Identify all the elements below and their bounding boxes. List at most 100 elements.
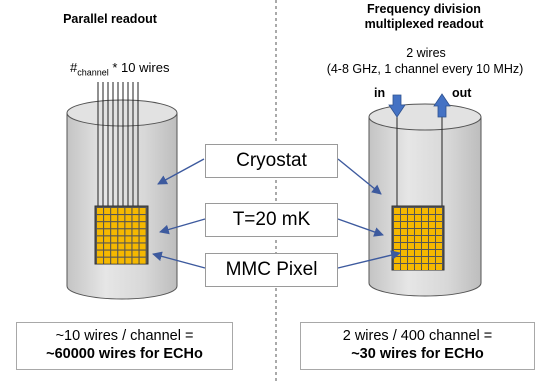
right-panel-title-line1: Frequency division xyxy=(367,2,481,16)
pixel-cell xyxy=(422,236,428,242)
pixel-cell xyxy=(104,250,111,257)
pixel-cell xyxy=(111,215,118,222)
pixel-cell xyxy=(118,250,125,257)
pixel-cell xyxy=(111,222,118,229)
pixel-cell xyxy=(415,229,421,235)
pixel-cell xyxy=(111,208,118,214)
pixel-cell xyxy=(415,257,421,263)
pixel-cell xyxy=(104,257,111,264)
pixel-cell xyxy=(415,215,421,221)
pixel-cell xyxy=(429,229,435,235)
pixel-cell xyxy=(401,250,407,256)
left-summary-line1: ~10 wires / channel = xyxy=(55,328,194,344)
pixel-cell xyxy=(111,243,118,250)
pixel-cell xyxy=(429,215,435,221)
pixel-cell xyxy=(401,208,407,214)
right-pixel-array xyxy=(391,205,445,271)
pixel-cell xyxy=(422,229,428,235)
pixel-cell xyxy=(422,222,428,228)
pixel-cell xyxy=(125,236,132,243)
pixel-cell xyxy=(97,236,103,243)
pixel-cell xyxy=(408,229,414,235)
pixel-cell xyxy=(132,257,139,264)
pixel-cell xyxy=(139,236,146,243)
label-arrows xyxy=(152,158,401,269)
left-summary-box: ~10 wires / channel = ~60000 wires for E… xyxy=(16,322,233,370)
pixel-cell xyxy=(104,229,111,236)
pixel-cell xyxy=(422,257,428,263)
pixel-cell xyxy=(401,222,407,228)
pixel-cell xyxy=(104,215,111,222)
pixel-cell xyxy=(104,208,111,214)
pixel-cell xyxy=(139,208,146,214)
pixel-cell xyxy=(118,257,125,264)
pixel-cell xyxy=(408,243,414,249)
pixel-cell xyxy=(401,257,407,263)
pixel-cell xyxy=(118,236,125,243)
pixel-cell xyxy=(118,229,125,236)
pixel-cell xyxy=(408,264,414,270)
pixel-cell xyxy=(97,215,103,222)
pixel-cell xyxy=(422,215,428,221)
out-label: out xyxy=(452,86,472,100)
pixel-cell xyxy=(429,250,435,256)
pixel-cell xyxy=(394,229,400,235)
left-panel-title: Parallel readout xyxy=(63,12,157,26)
pixel-cell xyxy=(408,250,414,256)
pixel-cell xyxy=(118,208,125,214)
pixel-cell xyxy=(139,215,146,222)
pixel-cell xyxy=(415,264,421,270)
pixel-cell xyxy=(415,250,421,256)
pixel-cell xyxy=(401,264,407,270)
temperature-label: T=20 mK xyxy=(205,203,338,237)
pixel-cell xyxy=(436,257,442,263)
pixel-cell xyxy=(436,236,442,242)
pixel-cell xyxy=(422,250,428,256)
pixel-cell xyxy=(125,215,132,222)
pixel-cell xyxy=(104,243,111,250)
out-arrow xyxy=(433,93,451,118)
pixel-cell xyxy=(97,222,103,229)
right-wire-pair xyxy=(396,117,443,208)
pixel-cell xyxy=(132,236,139,243)
pixel-cell xyxy=(139,257,146,264)
pixel-cell xyxy=(97,229,103,236)
pixel-cell xyxy=(401,236,407,242)
pixel-cell xyxy=(104,222,111,229)
pixel-cell xyxy=(104,236,111,243)
pixel-cell xyxy=(415,208,421,214)
pixel-cell xyxy=(436,222,442,228)
pixel-cell xyxy=(394,257,400,263)
pixel-cell xyxy=(97,250,103,257)
pixel-cell xyxy=(132,208,139,214)
pixel-cell xyxy=(132,215,139,222)
in-arrow xyxy=(388,94,406,118)
pixel-cell xyxy=(429,264,435,270)
pixel-cell xyxy=(436,243,442,249)
pixel-cell xyxy=(125,257,132,264)
right-summary-box: 2 wires / 400 channel = ~30 wires for EC… xyxy=(300,322,535,370)
pixel-cell xyxy=(111,250,118,257)
pixel-cell xyxy=(132,222,139,229)
pixel-cell xyxy=(429,208,435,214)
left-summary-line2: ~60000 wires for ECHo xyxy=(46,346,203,362)
pixel-cell xyxy=(394,243,400,249)
pixel-cell xyxy=(97,208,103,214)
pixel-cell xyxy=(394,264,400,270)
left-cryostat xyxy=(66,99,178,300)
right-wires-frequency: (4-8 GHz, 1 channel every 10 MHz) xyxy=(326,62,524,76)
pixel-cell xyxy=(125,222,132,229)
pixel-cell xyxy=(139,250,146,257)
pixel-cell xyxy=(111,236,118,243)
pixel-cell xyxy=(436,264,442,270)
pixel-cell xyxy=(139,243,146,250)
pixel-cell xyxy=(125,229,132,236)
pixel-cell xyxy=(408,215,414,221)
pixel-cell xyxy=(118,222,125,229)
pixel-cell xyxy=(139,229,146,236)
pixel-cell xyxy=(408,257,414,263)
pixel-cell xyxy=(132,243,139,250)
pixel-cell xyxy=(408,236,414,242)
pixel-cell xyxy=(401,243,407,249)
pixel-cell xyxy=(429,257,435,263)
